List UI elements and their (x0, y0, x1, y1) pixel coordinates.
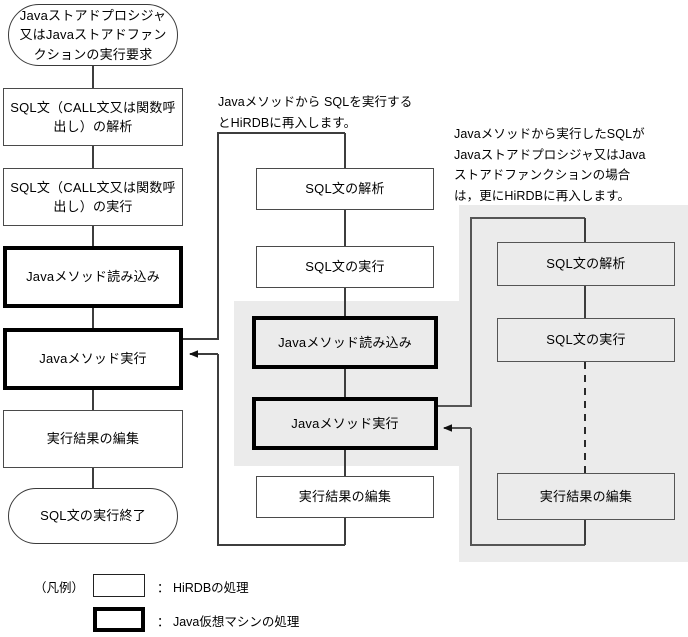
node-edit-execution-result: 実行結果の編集 (3, 410, 183, 468)
legend-swatch-hirdb (93, 574, 145, 597)
node-execute-call-statement: SQL文（CALL文又は関数呼 出し）の実行 (3, 168, 183, 226)
note-reentry-level-2: Javaメソッドから実行したSQLが Javaストアドプロシジャ又はJava ス… (454, 127, 646, 203)
node-load-java-method: Javaメソッド読み込み (3, 246, 183, 308)
node-mid-execute-sql: SQL文の実行 (256, 246, 434, 288)
node-mid-execute-java-method: Javaメソッド実行 (252, 397, 438, 450)
legend-caption: （凡例） (34, 581, 85, 595)
note-reentry-level-1: Javaメソッドから SQLを実行する とHiRDBに再入します。 (218, 95, 413, 130)
node-end-sql-execution: SQL文の実行終了 (8, 488, 178, 544)
node-mid-load-java-method: Javaメソッド読み込み (252, 316, 438, 369)
legend-swatch-jvm (93, 607, 145, 632)
node-mid-parse-sql: SQL文の解析 (256, 168, 434, 210)
legend-label-hirdb: ： HiRDBの処理 (157, 581, 249, 595)
node-right-parse-sql: SQL文の解析 (497, 242, 675, 286)
node-right-execute-sql: SQL文の実行 (497, 318, 675, 362)
node-right-edit-execution-result: 実行結果の編集 (497, 473, 675, 520)
node-mid-edit-execution-result: 実行結果の編集 (256, 476, 434, 518)
node-execute-java-method: Javaメソッド実行 (3, 328, 183, 390)
node-start-request: Javaストアドプロシジャ 又はJavaストアドファン クションの実行要求 (8, 4, 178, 66)
node-parse-call-statement: SQL文（CALL文又は関数呼 出し）の解析 (3, 88, 183, 146)
legend-label-jvm: ： Java仮想マシンの処理 (157, 615, 300, 629)
